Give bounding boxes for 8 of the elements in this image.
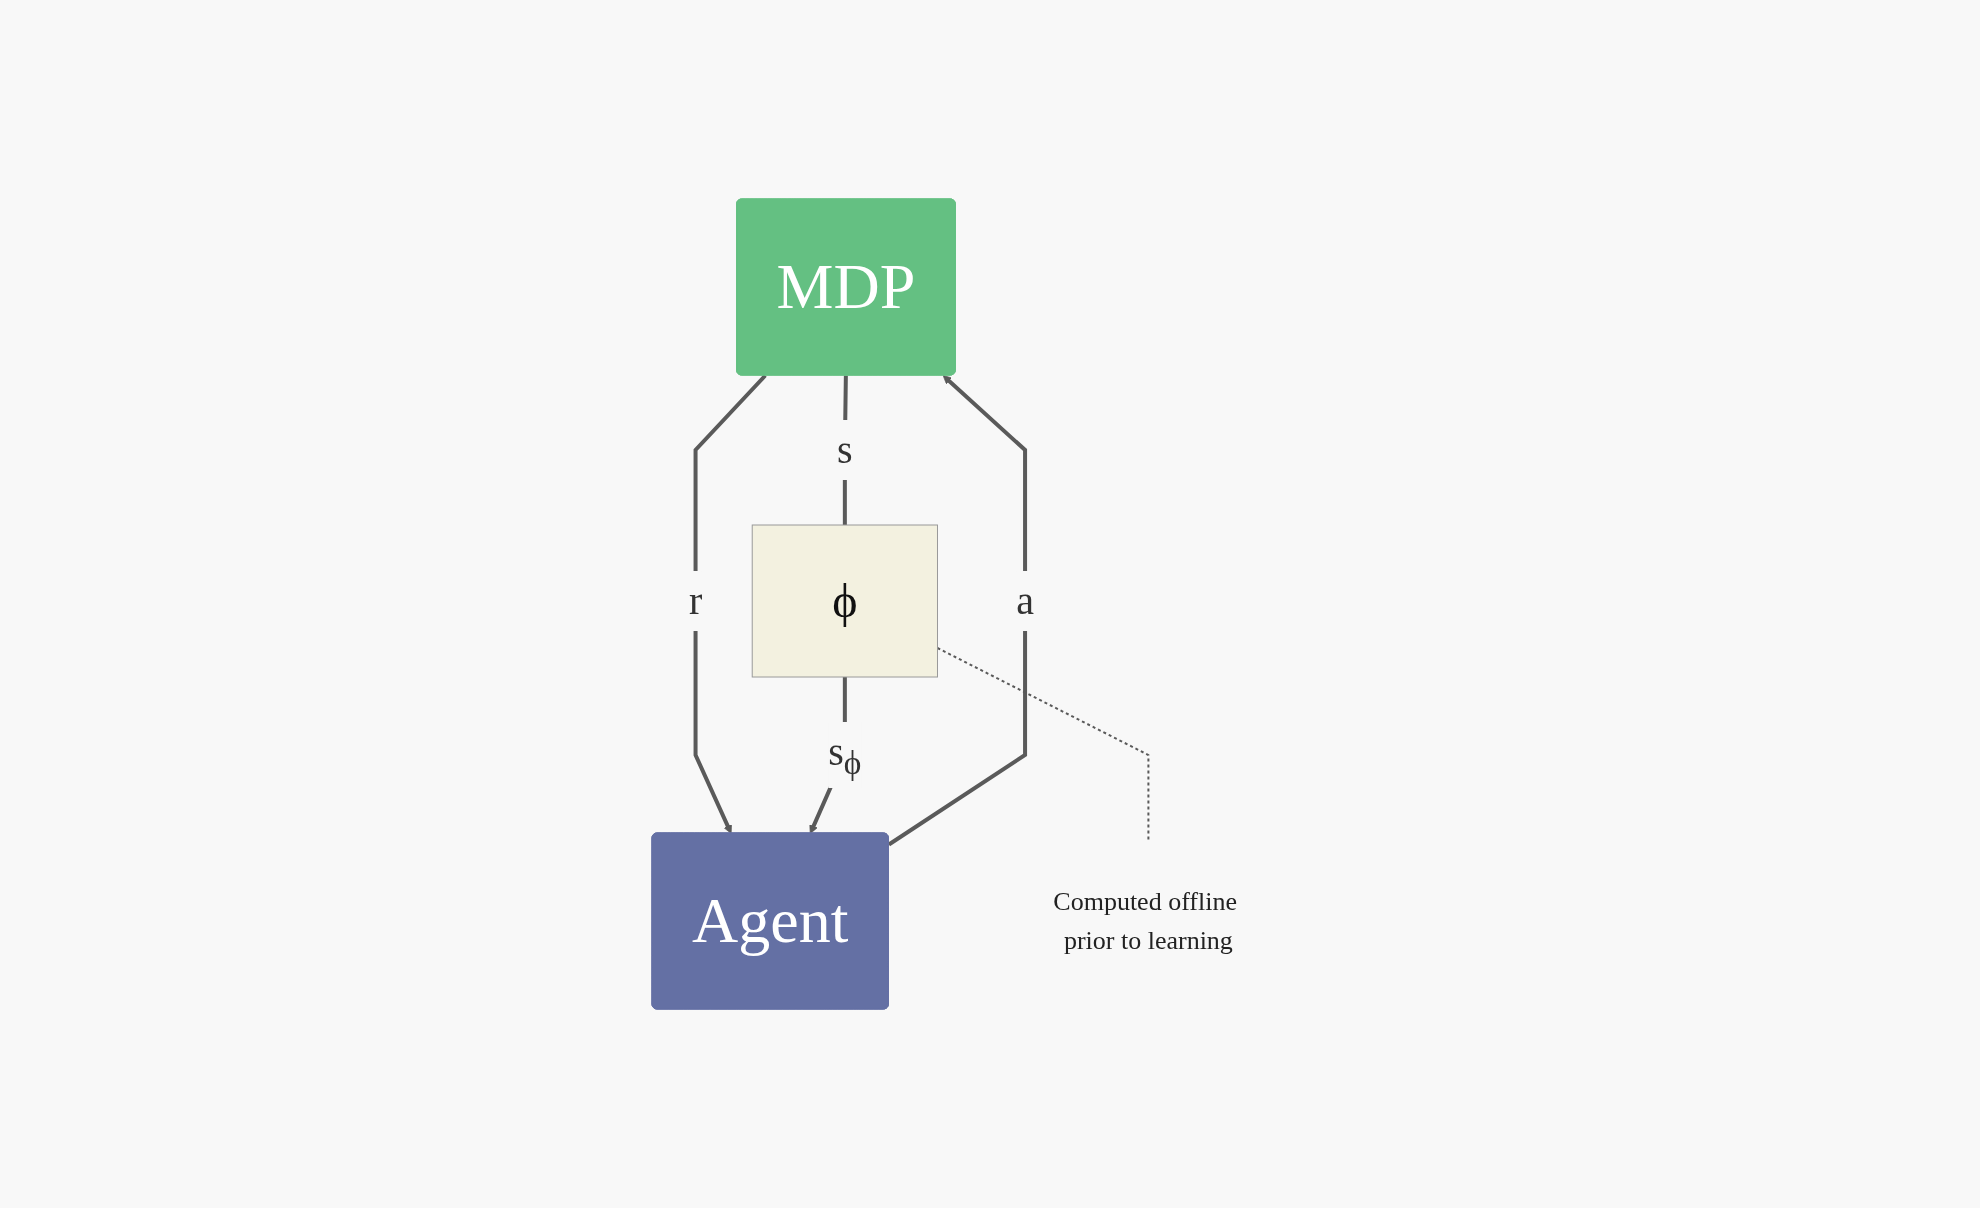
arrow xyxy=(887,375,1027,847)
edge-label: s xyxy=(836,427,853,473)
node-box: ϕ xyxy=(751,524,938,678)
node-text: Computed offline prior to learning xyxy=(1053,886,1237,955)
arrow xyxy=(693,374,767,834)
edge-label: a xyxy=(1015,578,1034,624)
edge-label: s$_{ϕ}$ xyxy=(828,729,862,782)
edge-label: r xyxy=(688,578,703,624)
